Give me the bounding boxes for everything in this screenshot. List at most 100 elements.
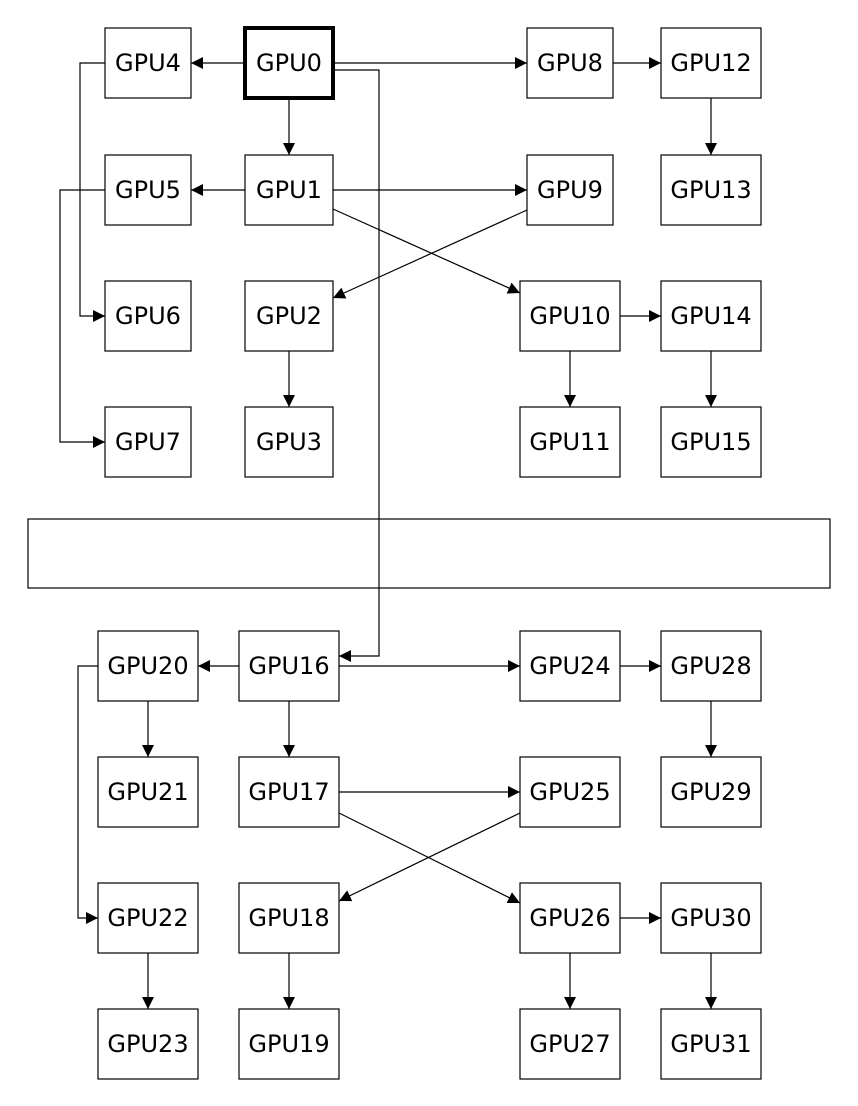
- node-box: [660, 27, 762, 99]
- node-label: GPU17: [248, 778, 329, 806]
- node-label: GPU28: [670, 652, 751, 680]
- node-box: [244, 280, 334, 352]
- node-label: GPU19: [248, 1030, 329, 1058]
- node-label: GPU8: [537, 49, 603, 77]
- node-gpu30: GPU30: [660, 882, 762, 954]
- node-gpu7: GPU7: [104, 406, 192, 478]
- node-label: GPU9: [537, 176, 603, 204]
- node-box: [519, 280, 621, 352]
- node-gpu24: GPU24: [519, 630, 621, 702]
- edge-gpu0-gpu16: [333, 69, 380, 662]
- node-box: [244, 406, 334, 478]
- node-gpu1: GPU1: [244, 154, 334, 226]
- node-box: [660, 280, 762, 352]
- node-label: GPU10: [529, 302, 610, 330]
- node-gpu25: GPU25: [519, 756, 621, 828]
- node-box: [660, 1008, 762, 1080]
- node-box: [660, 406, 762, 478]
- node-label: GPU25: [529, 778, 610, 806]
- node-label: GPU22: [107, 904, 188, 932]
- node-box: [104, 154, 192, 226]
- node-label: GPU11: [529, 428, 610, 456]
- node-box: [526, 154, 614, 226]
- node-gpu26: GPU26: [519, 882, 621, 954]
- node-label: GPU30: [670, 904, 751, 932]
- node-box: [526, 27, 614, 99]
- node-gpu20: GPU20: [97, 630, 199, 702]
- node-box: [243, 26, 335, 100]
- node-label: GPU7: [115, 428, 181, 456]
- node-label: GPU3: [256, 428, 322, 456]
- edges-layer: [59, 57, 717, 1009]
- edge-gpu17-gpu26: [338, 812, 521, 904]
- node-box: [97, 1008, 199, 1080]
- separator-band: [27, 518, 831, 589]
- node-gpu23: GPU23: [97, 1008, 199, 1080]
- node-gpu19: GPU19: [238, 1008, 340, 1080]
- node-label: GPU14: [670, 302, 751, 330]
- node-gpu14: GPU14: [660, 280, 762, 352]
- edge-gpu9-gpu2: [332, 209, 528, 299]
- node-label: GPU16: [248, 652, 329, 680]
- node-label: GPU4: [115, 49, 181, 77]
- node-label: GPU26: [529, 904, 610, 932]
- node-box: [660, 756, 762, 828]
- node-box: [97, 882, 199, 954]
- edge-gpu25-gpu18: [338, 812, 521, 902]
- node-gpu15: GPU15: [660, 406, 762, 478]
- node-gpu0: GPU0: [243, 26, 335, 100]
- node-gpu13: GPU13: [660, 154, 762, 226]
- node-gpu29: GPU29: [660, 756, 762, 828]
- node-label: GPU21: [107, 778, 188, 806]
- node-label: GPU13: [670, 176, 751, 204]
- node-gpu28: GPU28: [660, 630, 762, 702]
- node-box: [97, 630, 199, 702]
- node-gpu16: GPU16: [238, 630, 340, 702]
- node-box: [238, 1008, 340, 1080]
- node-label: GPU23: [107, 1030, 188, 1058]
- node-box: [244, 154, 334, 226]
- node-box: [519, 630, 621, 702]
- node-box: [519, 882, 621, 954]
- node-gpu5: GPU5: [104, 154, 192, 226]
- node-box: [104, 406, 192, 478]
- node-box: [660, 882, 762, 954]
- node-gpu17: GPU17: [238, 756, 340, 828]
- node-label: GPU20: [107, 652, 188, 680]
- node-box: [660, 154, 762, 226]
- node-gpu10: GPU10: [519, 280, 621, 352]
- node-gpu31: GPU31: [660, 1008, 762, 1080]
- edge-gpu1-gpu10: [332, 208, 521, 294]
- node-gpu18: GPU18: [238, 882, 340, 954]
- node-box: [238, 630, 340, 702]
- node-gpu8: GPU8: [526, 27, 614, 99]
- node-box: [104, 27, 192, 99]
- node-gpu22: GPU22: [97, 882, 199, 954]
- node-label: GPU2: [256, 302, 322, 330]
- node-label: GPU31: [670, 1030, 751, 1058]
- node-box: [104, 280, 192, 352]
- node-box: [238, 756, 340, 828]
- node-label: GPU27: [529, 1030, 610, 1058]
- node-gpu2: GPU2: [244, 280, 334, 352]
- node-gpu27: GPU27: [519, 1008, 621, 1080]
- node-gpu12: GPU12: [660, 27, 762, 99]
- node-label: GPU15: [670, 428, 751, 456]
- node-label: GPU1: [256, 176, 322, 204]
- node-gpu3: GPU3: [244, 406, 334, 478]
- node-label: GPU6: [115, 302, 181, 330]
- node-box: [519, 406, 621, 478]
- node-label: GPU24: [529, 652, 610, 680]
- node-box: [519, 756, 621, 828]
- node-box: [660, 630, 762, 702]
- node-gpu11: GPU11: [519, 406, 621, 478]
- node-label: GPU0: [256, 49, 322, 77]
- node-label: GPU12: [670, 49, 751, 77]
- node-label: GPU5: [115, 176, 181, 204]
- node-box: [97, 756, 199, 828]
- node-gpu21: GPU21: [97, 756, 199, 828]
- node-label: GPU18: [248, 904, 329, 932]
- edge-gpu20-gpu22: [77, 665, 98, 924]
